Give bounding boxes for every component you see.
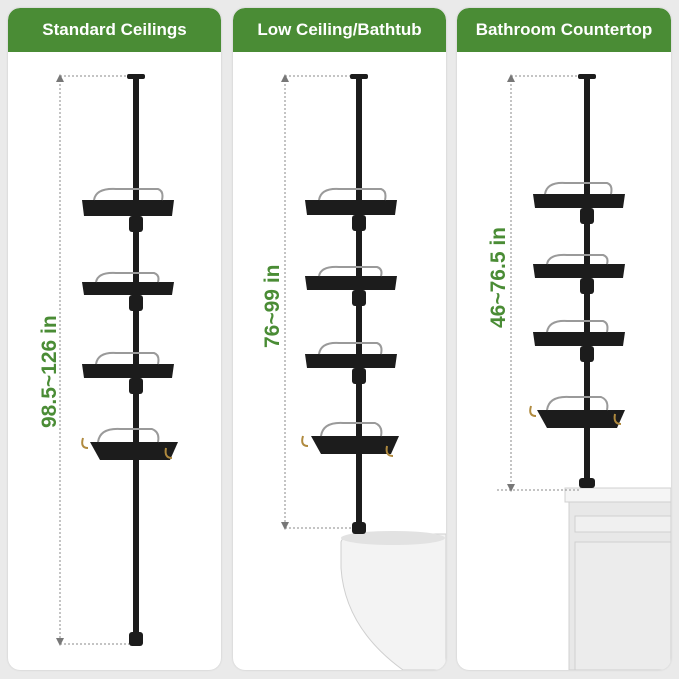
shelf — [81, 427, 178, 460]
shelf — [305, 341, 397, 384]
shelf — [533, 181, 625, 224]
shelf — [82, 351, 174, 394]
shower-caddy-illustration — [281, 74, 446, 670]
shelf — [533, 319, 625, 362]
shelf — [82, 187, 174, 232]
panel-standard-ceilings: Standard Ceilings — [8, 8, 221, 670]
shelf — [305, 187, 397, 231]
bathtub — [340, 533, 446, 670]
height-range-label: 76~99 in — [261, 264, 284, 348]
height-range-label: 98.5~126 in — [38, 315, 61, 428]
panel-low-ceiling-bathtub: Low Ceiling/Bathtub — [233, 8, 446, 670]
shelf — [533, 253, 625, 294]
panel-title: Bathroom Countertop — [457, 8, 671, 52]
shower-caddy-illustration — [56, 74, 178, 646]
height-range-label: 46~76.5 in — [487, 227, 510, 328]
shelf — [301, 421, 399, 457]
shelf — [82, 271, 174, 311]
panel-bathroom-countertop: Bathroom Countertop — [457, 8, 671, 670]
panel-title: Standard Ceilings — [8, 8, 221, 52]
shelf — [529, 395, 625, 428]
shower-caddy-illustration — [497, 74, 671, 670]
vanity-cabinet — [564, 487, 671, 670]
shelf — [305, 265, 397, 306]
panel-title: Low Ceiling/Bathtub — [233, 8, 446, 52]
